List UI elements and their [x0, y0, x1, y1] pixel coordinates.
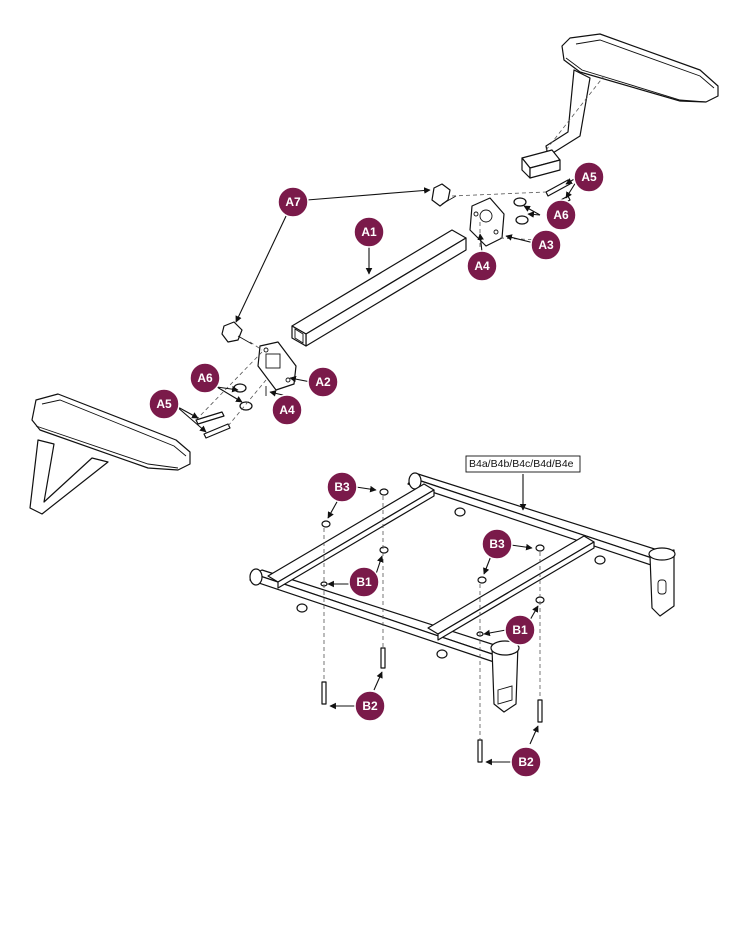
callout-a6-right-label: A6 — [553, 208, 569, 222]
right-armrest-alignment-line — [545, 75, 605, 151]
left-bracket-plate — [257, 341, 297, 391]
callout-b2-left-label: B2 — [362, 699, 378, 713]
callout-b1-right: B1 — [504, 614, 536, 646]
callout-a3: A3 — [530, 229, 562, 261]
callout-a4-right-label: A4 — [474, 259, 490, 273]
callout-a5-right: A5 — [573, 161, 605, 193]
callout-b1-right-label: B1 — [512, 623, 528, 637]
right-armrest — [521, 33, 719, 179]
cross-tube — [291, 229, 467, 347]
callout-a6-right: A6 — [545, 199, 577, 231]
callout-a6-left-label: A6 — [197, 371, 213, 385]
frame-dashed-lines — [323, 496, 541, 740]
callout-a7: A7 — [277, 186, 309, 218]
callout-b2-left: B2 — [354, 690, 386, 722]
callout-a4-right: A4 — [466, 250, 498, 282]
callout-a4-left-label: A4 — [279, 403, 295, 417]
base-frame — [249, 472, 676, 713]
callout-b3-right: B3 — [481, 528, 513, 560]
callout-a3-label: A3 — [538, 238, 554, 252]
callout-a7-label: A7 — [285, 195, 301, 209]
callout-a1: A1 — [353, 216, 385, 248]
right-knob — [431, 183, 457, 207]
callout-b2-right: B2 — [510, 746, 542, 778]
callout-a5-right-label: A5 — [581, 170, 597, 184]
callout-b3-left: B3 — [326, 471, 358, 503]
left-hardware-line-2 — [227, 379, 267, 427]
callout-a2: A2 — [307, 366, 339, 398]
callout-b1-left-label: B1 — [356, 575, 372, 589]
left-armrest — [29, 393, 191, 515]
callout-b1-left: B1 — [348, 566, 380, 598]
callout-b2-right-label: B2 — [518, 755, 534, 769]
frame-label-box: B4a/B4b/B4c/B4d/B4e — [465, 455, 581, 473]
frame-label: B4a/B4b/B4c/B4d/B4e — [469, 458, 574, 470]
left-hardware-line — [195, 351, 263, 421]
left-knob — [221, 321, 253, 345]
callout-a5-left-label: A5 — [156, 397, 172, 411]
callout-a2-label: A2 — [315, 375, 331, 389]
right-bracket-plate — [469, 197, 505, 247]
left-knob-line — [249, 341, 263, 351]
leader-lines — [175, 177, 577, 766]
callout-a5-left: A5 — [148, 388, 180, 420]
callout-b3-right-label: B3 — [489, 537, 505, 551]
callout-b3-left-label: B3 — [334, 480, 350, 494]
callout-a4-left: A4 — [271, 394, 303, 426]
right-hardware-line — [451, 191, 547, 197]
callout-a1-label: A1 — [361, 225, 377, 239]
callout-a6-left: A6 — [189, 362, 221, 394]
